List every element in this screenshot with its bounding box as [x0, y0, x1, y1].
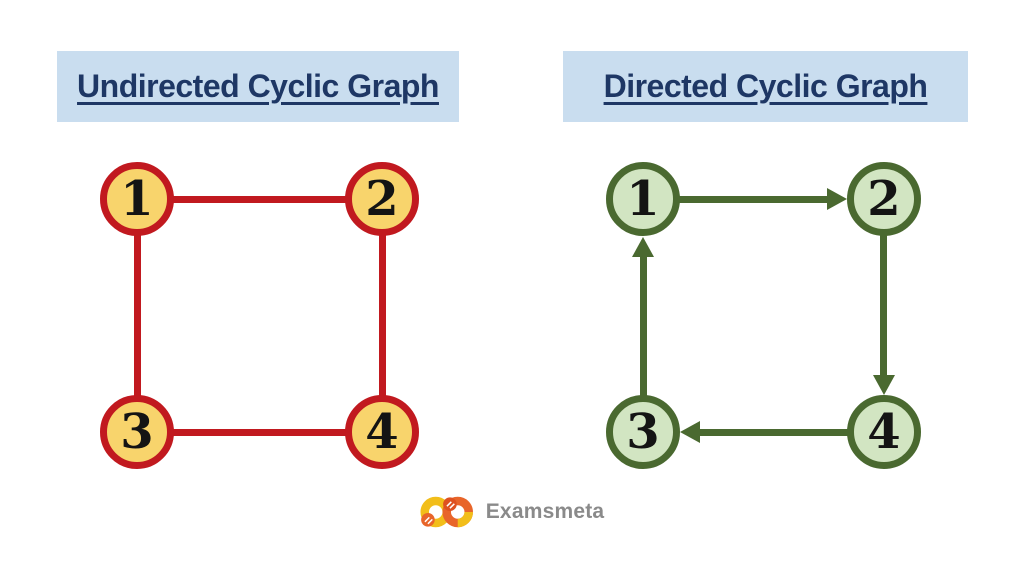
node-3: 3 — [100, 395, 174, 469]
edge-3-4 — [172, 429, 347, 436]
edge-2-to-4 — [880, 234, 887, 377]
node-1-label: 1 — [626, 171, 660, 227]
edge-3-to-1 — [640, 256, 647, 397]
arrowhead-4-to-3-icon — [680, 421, 700, 443]
node-2-label: 2 — [867, 171, 901, 227]
edge-1-to-2 — [678, 196, 829, 203]
node-1: 1 — [100, 162, 174, 236]
node-3-label: 3 — [120, 404, 154, 460]
node-4: 4 — [345, 395, 419, 469]
undirected-title: Undirected Cyclic Graph — [77, 68, 439, 104]
undirected-title-banner: Undirected Cyclic Graph — [57, 51, 459, 122]
node-2-label: 2 — [365, 171, 399, 227]
arrowhead-2-to-4-icon — [873, 375, 895, 395]
edge-1-3 — [134, 234, 141, 398]
node-2: 2 — [847, 162, 921, 236]
brand-name: Examsmeta — [485, 500, 605, 523]
directed-title: Directed Cyclic Graph — [603, 68, 928, 104]
edge-2-4 — [379, 234, 386, 398]
node-1-label: 1 — [120, 171, 154, 227]
edge-1-2 — [172, 196, 347, 203]
arrowhead-3-to-1-icon — [632, 237, 654, 257]
node-3: 3 — [606, 395, 680, 469]
node-4-label: 4 — [365, 404, 399, 460]
directed-title-banner: Directed Cyclic Graph — [563, 51, 968, 122]
infinity-logo-icon — [420, 496, 473, 528]
node-3-label: 3 — [626, 404, 660, 460]
arrowhead-1-to-2-icon — [827, 188, 847, 210]
node-4: 4 — [847, 395, 921, 469]
node-2: 2 — [345, 162, 419, 236]
node-1: 1 — [606, 162, 680, 236]
edge-4-to-3 — [698, 429, 849, 436]
node-4-label: 4 — [867, 404, 901, 460]
brand-footer: Examsmeta — [420, 492, 605, 532]
